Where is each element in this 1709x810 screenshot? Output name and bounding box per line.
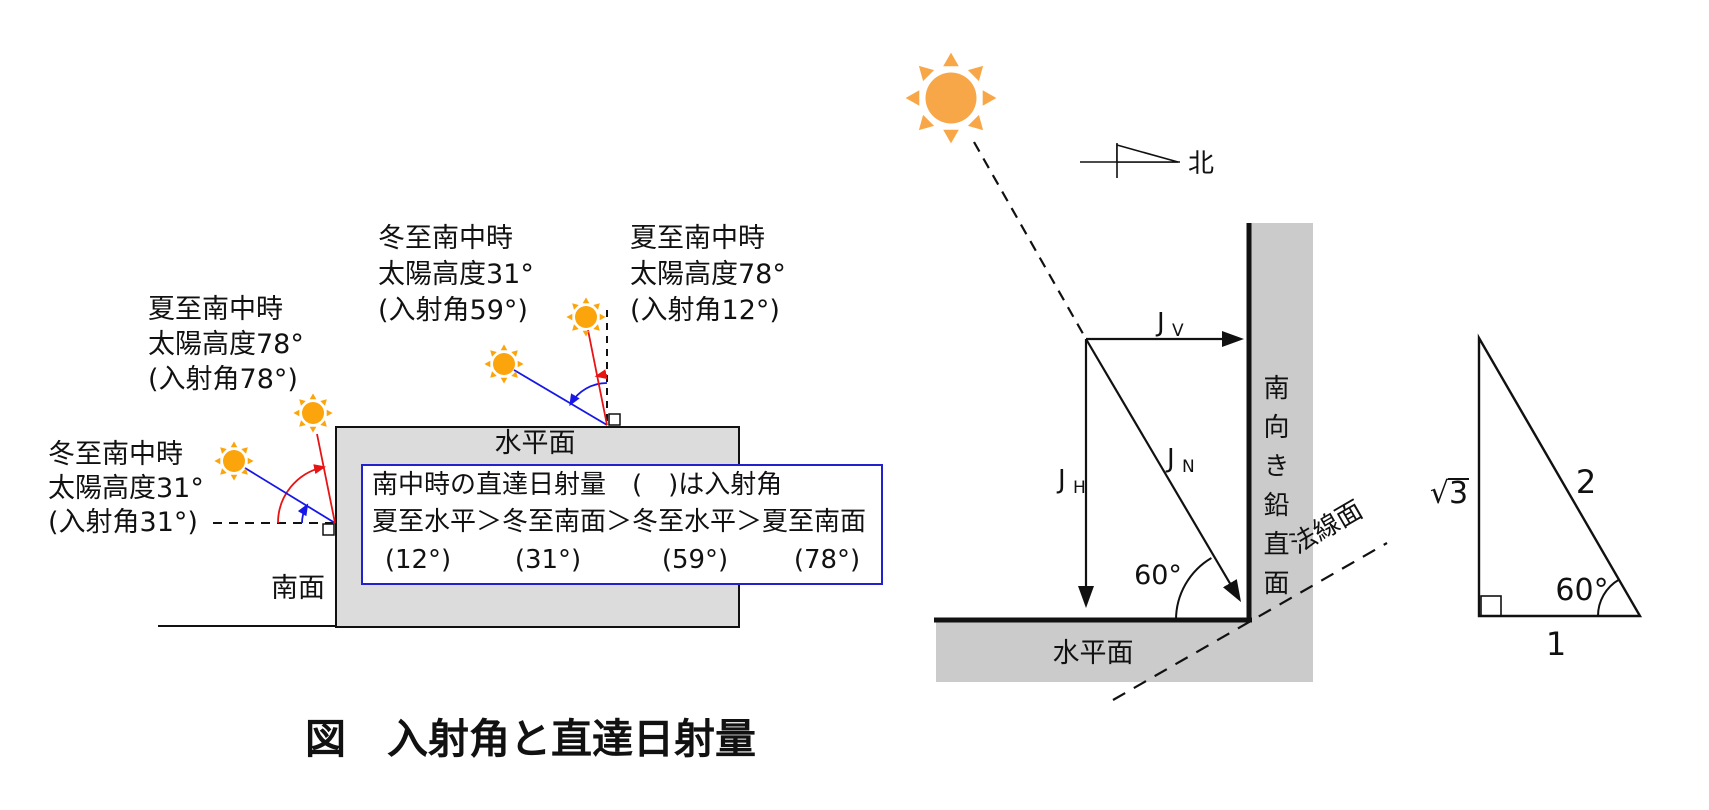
sun-icon <box>293 393 333 433</box>
suns-layer <box>214 52 997 481</box>
left-diagram: 水平面 南面 南中時の直達日射量 ( )は入射角 夏至水平＞冬至南面＞冬至水平＞… <box>48 223 883 763</box>
label-line: (入射角12°) <box>630 295 780 326</box>
north-arrow: 北 <box>1080 143 1214 179</box>
label-line: 冬至南中時 <box>48 439 183 470</box>
label-line: (入射角31°) <box>48 507 198 538</box>
label-line: (入射角59°) <box>378 295 528 326</box>
vertical-plane-label: 南向き鉛直面 <box>1259 374 1289 608</box>
south-wall-body <box>1251 223 1313 622</box>
north-arrow-flag <box>1116 143 1179 163</box>
vector-jv-label: J <box>1155 308 1165 338</box>
sun-icon <box>905 52 997 144</box>
angle-arc-78 <box>277 464 327 524</box>
triangle-base: 1 <box>1546 625 1566 663</box>
angle-arc-60 <box>1596 578 1620 617</box>
summer-ray-horizontal-plane <box>587 329 608 426</box>
sun-ray-dashed <box>973 141 1087 340</box>
incidence-angle-label: 60° <box>1134 560 1182 591</box>
south-face-label: 南面 <box>271 573 325 604</box>
label-winter-top: 冬至南中時 太陽高度31° (入射角59°) <box>378 223 534 326</box>
vector-jv-sub: V <box>1172 321 1184 341</box>
label-summer-top: 夏至南中時 太陽高度78° (入射角12°) <box>630 223 786 326</box>
sun-icon <box>566 297 606 337</box>
note-angle-1: (12°) <box>385 545 451 575</box>
triangle-angle: 60° <box>1555 573 1608 608</box>
note-angle-2: (31°) <box>515 545 581 575</box>
vector-jh-label: J <box>1056 465 1066 495</box>
label-line: 夏至南中時 <box>630 223 765 254</box>
north-label: 北 <box>1188 149 1214 179</box>
vector-jn-sub: N <box>1182 457 1195 477</box>
label-line: 夏至南中時 <box>148 294 283 325</box>
figure-caption: 図 入射角と直達日射量 <box>305 715 756 763</box>
note-angle-3: (59°) <box>662 545 728 575</box>
horizontal-plane-label-right: 水平面 <box>1053 638 1134 669</box>
note-line2: 夏至水平＞冬至南面＞冬至水平＞夏至南面 <box>372 507 866 537</box>
winter-ray-horizontal-plane <box>513 369 608 426</box>
triangle-hypotenuse: 2 <box>1576 463 1596 501</box>
triangle-outline <box>1477 333 1643 618</box>
right-angle-mark <box>322 523 335 536</box>
vector-jn-label: J <box>1165 444 1175 474</box>
label-summer-left: 夏至南中時 太陽高度78° (入射角78°) <box>148 294 304 395</box>
sun-icon <box>214 441 254 481</box>
normal-plane-line <box>1112 542 1388 701</box>
vector-jh-sub: H <box>1073 478 1086 498</box>
note-angle-4: (78°) <box>794 545 860 575</box>
angle-arc-60 <box>1175 557 1212 621</box>
angle-arc-12 <box>594 369 608 380</box>
label-line: 太陽高度78° <box>148 329 304 360</box>
ground-body <box>936 622 1313 682</box>
label-line: 冬至南中時 <box>378 223 513 254</box>
triangle-side-vertical: √3 <box>1430 476 1468 511</box>
right-angle-mark <box>608 413 621 426</box>
ratio-triangle: √3 2 60° 1 <box>1430 333 1643 663</box>
angle-arc-31 <box>297 503 309 524</box>
label-line: 太陽高度31° <box>48 473 204 504</box>
label-winter-left: 冬至南中時 太陽高度31° (入射角31°) <box>48 439 204 538</box>
sun-icon <box>484 344 524 384</box>
summer-ray-south-face <box>316 433 336 524</box>
note-box <box>361 464 883 585</box>
angle-arc-59 <box>569 382 608 407</box>
right-angle-mark <box>1480 595 1502 617</box>
right-diagram: 水平面 J V J H J N 60° 北 <box>934 141 1388 701</box>
vector-jn <box>1085 338 1242 603</box>
note-line1: 南中時の直達日射量 ( )は入射角 <box>372 470 782 500</box>
horizontal-plane-label-left: 水平面 <box>495 428 576 459</box>
label-line: 太陽高度31° <box>378 259 534 290</box>
label-line: (入射角78°) <box>148 364 298 395</box>
label-line: 太陽高度78° <box>630 259 786 290</box>
winter-ray-south-face <box>244 467 336 524</box>
